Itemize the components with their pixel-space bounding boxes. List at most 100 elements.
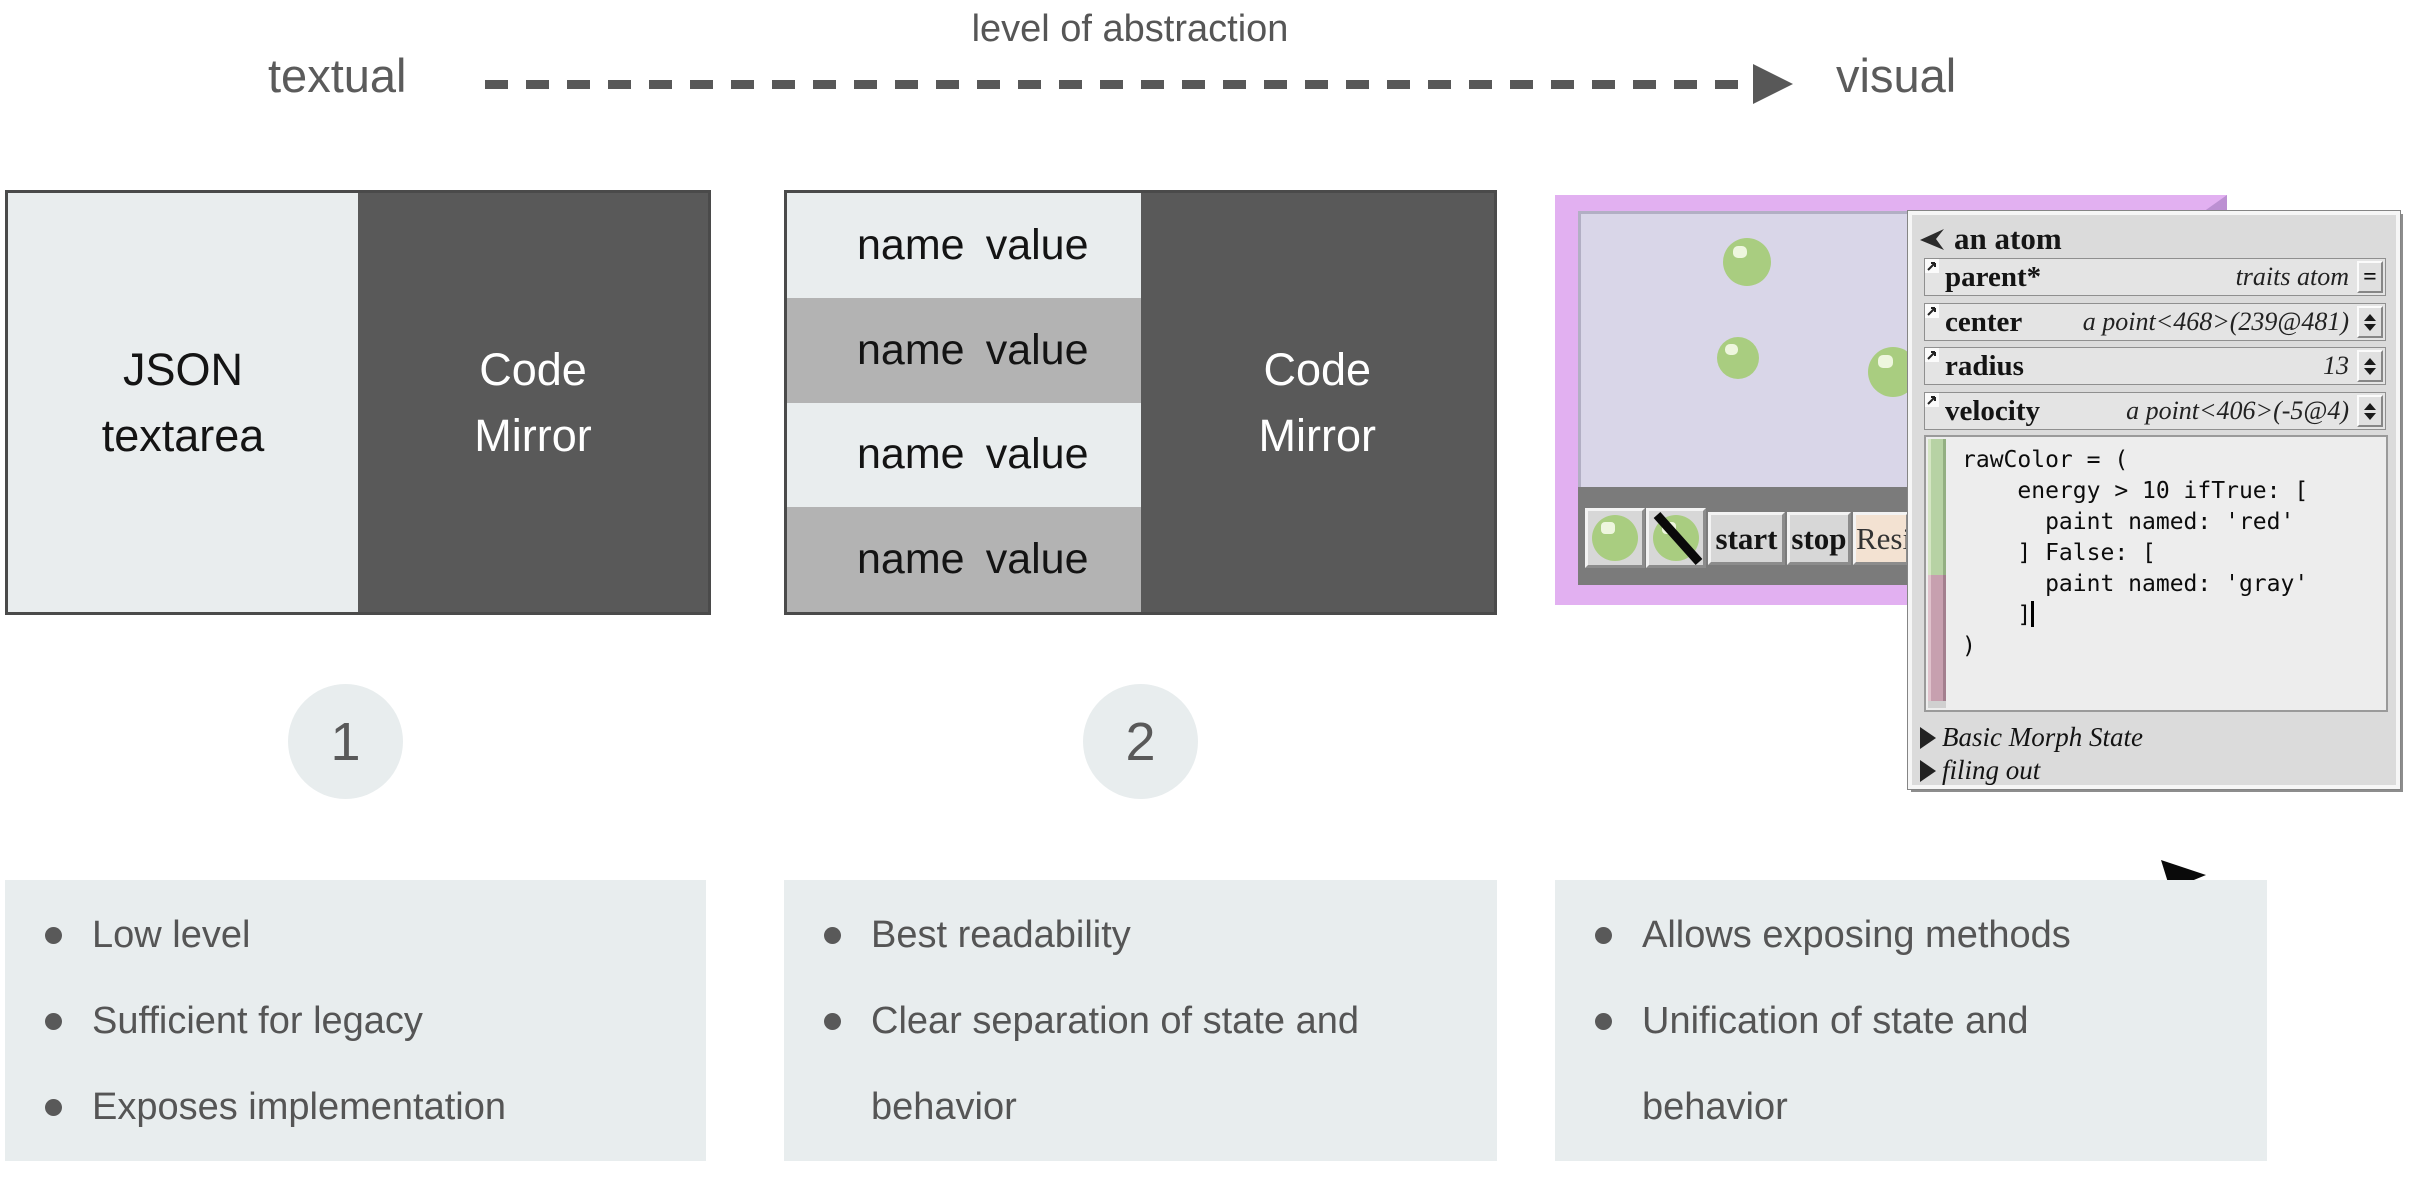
cell-value: value (985, 325, 1089, 374)
bullet-icon (824, 1013, 841, 1030)
slash-icon (1653, 512, 1703, 565)
atom-ball[interactable] (1723, 238, 1771, 286)
json-textarea-region: JSON textarea (8, 193, 358, 612)
triangle-right-icon (1920, 759, 1936, 782)
bullet-icon (45, 927, 62, 944)
reset-button-label: Resi (1856, 520, 1909, 556)
stepper-down-icon (2364, 412, 2376, 420)
outliner-header[interactable]: an atom (1918, 221, 2062, 257)
codemirror-label: Code Mirror (474, 344, 592, 461)
stepper-button[interactable] (2357, 395, 2383, 427)
slot-label: radius (1945, 349, 2024, 382)
box-table-codemirror: name value name value name value name va… (784, 190, 1497, 615)
text-cursor-icon (2031, 601, 2035, 627)
stepper-button[interactable] (2357, 350, 2383, 382)
notes-panel-table: Best readability Clear separation of sta… (784, 880, 1497, 1161)
cell-value: value (985, 430, 1089, 479)
atom-ball[interactable] (1717, 337, 1759, 379)
step-marker-1: 1 (288, 684, 403, 799)
code-line: ] (1962, 600, 2308, 631)
cell-name: name (857, 430, 965, 479)
code-line: ) (1962, 633, 1976, 659)
list-item: Allows exposing methods (1595, 892, 2267, 978)
slot-label: center (1945, 305, 2023, 338)
slot-value: 13 (2323, 351, 2349, 380)
box-json-codemirror: JSON textarea Code Mirror (5, 190, 711, 615)
list-item: Clear separation of state and behavior (824, 978, 1497, 1150)
table-row: name value (787, 193, 1141, 298)
table-row: name value (787, 297, 1141, 403)
list-item: Sufficient for legacy (45, 978, 706, 1064)
axis-label-visual: visual (1836, 49, 1957, 102)
json-textarea-label: JSON textarea (101, 344, 265, 461)
slot-handle-icon[interactable] (1925, 348, 1939, 362)
cell-name: name (857, 535, 965, 584)
notes-panel-visual: Allows exposing methods Unification of s… (1555, 880, 2267, 1161)
slot-row-radius[interactable]: radius 13 (1924, 347, 2386, 385)
table-row: name value (787, 507, 1141, 612)
codemirror-label: Code Mirror (1258, 344, 1376, 461)
code-line: paint named: 'gray' (1962, 571, 2309, 597)
stepper-up-icon (2364, 402, 2376, 410)
assignment-button[interactable]: = (2357, 261, 2383, 293)
axis-label-textual: textual (268, 49, 407, 102)
bullet-text: Exposes implementation (92, 1086, 506, 1128)
popup-menu-icon (1920, 229, 1944, 250)
step-marker-2: 2 (1083, 684, 1198, 799)
method-source[interactable]: rawColor = ( energy > 10 ifTrue: [ paint… (1962, 445, 2308, 662)
cell-name: name (857, 220, 965, 269)
expander-basic-morph-state[interactable]: Basic Morph State (1920, 722, 2143, 753)
list-item: Exposes implementation (45, 1064, 706, 1150)
cell-value: value (985, 535, 1089, 584)
code-line: rawColor = ( (1962, 447, 2129, 473)
bullet-text: Unification of state and behavior (1642, 1000, 2029, 1128)
bullet-text: Best readability (871, 914, 1131, 956)
dashed-arrow-line-icon (485, 80, 1753, 89)
reset-button[interactable]: Resi (1853, 512, 1909, 565)
atom-icon (1592, 515, 1638, 561)
expander-label: filing out (1942, 755, 2041, 785)
slot-label: velocity (1945, 394, 2041, 427)
window-corner-fold-icon (2203, 195, 2227, 212)
slot-row-velocity[interactable]: velocity a point<406>(-5@4) (1924, 392, 2386, 430)
atom-outliner-panel: an atom parent* traits atom = center a p… (1907, 210, 2401, 905)
list-item: Best readability (824, 892, 1497, 978)
stop-button[interactable]: stop (1787, 512, 1851, 565)
slot-handle-icon[interactable] (1925, 304, 1939, 318)
bullet-icon (45, 1099, 62, 1116)
stepper-button[interactable] (2357, 306, 2383, 338)
remove-atom-button[interactable] (1646, 508, 1706, 568)
slot-label: parent* (1945, 260, 2042, 293)
scrollbar-top-segment[interactable] (1928, 439, 1946, 575)
list-item: Low level (45, 892, 706, 978)
bullet-icon (45, 1013, 62, 1030)
bullet-icon (1595, 927, 1612, 944)
scrollbar-bottom-segment[interactable] (1928, 575, 1946, 701)
stepper-up-icon (2364, 357, 2376, 365)
bullet-text: Allows exposing methods (1642, 914, 2071, 956)
method-editor[interactable]: rawColor = ( energy > 10 ifTrue: [ paint… (1924, 435, 2388, 905)
bullet-text: Clear separation of state and behavior (871, 1000, 1359, 1128)
slot-row-parent[interactable]: parent* traits atom = (1924, 258, 2386, 296)
stepper-up-icon (2364, 313, 2376, 321)
editor-scrollbar[interactable] (1928, 439, 1946, 708)
slot-row-center[interactable]: center a point<468>(239@481) (1924, 303, 2386, 341)
self-ui-screenshot: start stop Resi an atom parent* (1555, 195, 2414, 905)
slot-handle-icon[interactable] (1925, 393, 1939, 407)
name-value-table: name value name value name value name va… (787, 193, 1141, 612)
stepper-down-icon (2364, 367, 2376, 375)
bullet-icon (1595, 1013, 1612, 1030)
add-atom-button[interactable] (1585, 508, 1645, 568)
start-button[interactable]: start (1708, 512, 1785, 565)
arrow-head-icon (1753, 64, 1793, 104)
notes-panel-json: Low level Sufficient for legacy Exposes … (5, 880, 706, 1161)
code-line: paint named: 'red' (1962, 509, 2295, 535)
slot-handle-icon[interactable] (1925, 259, 1939, 273)
cell-name: name (857, 325, 965, 374)
expander-filing-out[interactable]: filing out (1920, 755, 2040, 786)
code-line: energy > 10 ifTrue: [ (1962, 478, 2309, 504)
codemirror-region: Code Mirror (358, 193, 708, 612)
expander-label: Basic Morph State (1942, 722, 2143, 752)
stepper-down-icon (2364, 323, 2376, 331)
